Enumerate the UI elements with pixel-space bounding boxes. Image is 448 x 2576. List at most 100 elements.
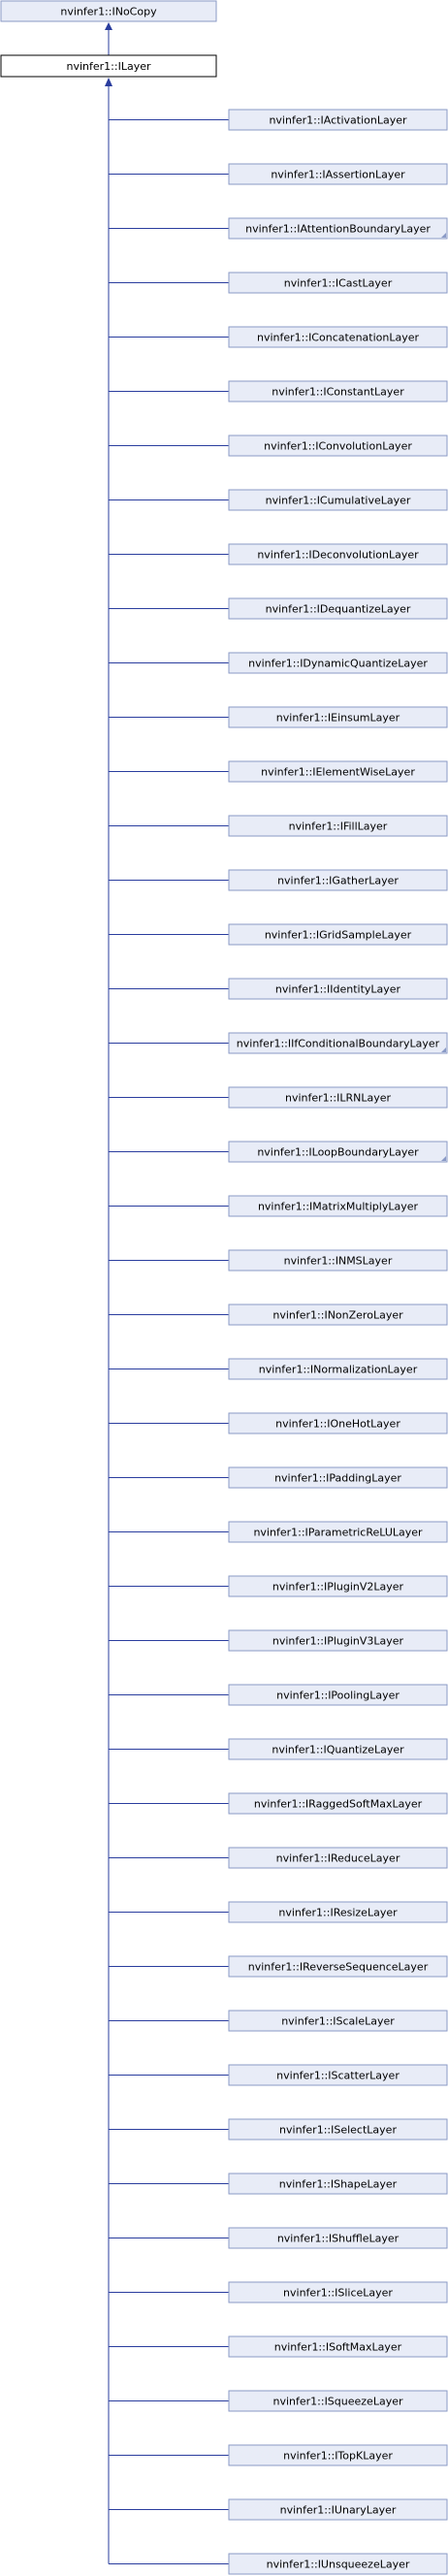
class-node-box (228, 706, 448, 728)
class-node-label: nvinfer1::IReverseSequenceLayer (248, 1961, 429, 1974)
class-node[interactable]: nvinfer1::ILRNLayer (228, 1086, 448, 1109)
class-node[interactable]: nvinfer1::IPluginV3Layer (228, 1629, 448, 1652)
class-node[interactable]: nvinfer1::IReverseSequenceLayer (228, 1955, 448, 1978)
class-node[interactable]: nvinfer1::INonZeroLayer (228, 1304, 448, 1326)
class-node-box (228, 163, 448, 185)
class-node-label: nvinfer1::IPluginV3Layer (272, 1635, 404, 1648)
class-node[interactable]: nvinfer1::IParametricReLULayer (228, 1521, 448, 1543)
class-node[interactable]: nvinfer1::ISelectLayer (228, 2118, 448, 2141)
class-node-box (228, 1249, 448, 1272)
class-node[interactable]: nvinfer1::IGatherLayer (228, 869, 448, 891)
class-node[interactable]: nvinfer1::IConstantLayer (228, 380, 448, 402)
class-node[interactable]: nvinfer1::IPoolingLayer (228, 1684, 448, 1706)
arrow-head-icon (105, 78, 112, 86)
class-node[interactable]: nvinfer1::IDynamicQuantizeLayer (228, 652, 448, 674)
class-node[interactable]: nvinfer1::IIdentityLayer (228, 978, 448, 1000)
more-descendants-icon (441, 1156, 446, 1161)
class-node[interactable]: nvinfer1::ISqueezeLayer (228, 2390, 448, 2412)
class-node-label: nvinfer1::IAttentionBoundaryLayer (245, 223, 431, 236)
more-descendants-icon (441, 1047, 446, 1052)
class-node-label: nvinfer1::IConvolutionLayer (264, 440, 412, 453)
class-node-box (228, 2553, 448, 2575)
class-node-label: nvinfer1::IResizeLayer (278, 1907, 398, 1919)
class-node-inocopy[interactable]: nvinfer1::INoCopy (0, 0, 217, 22)
class-node-box (228, 2281, 448, 2303)
class-node-label: nvinfer1::IIdentityLayer (275, 983, 401, 996)
class-node-box (228, 1847, 448, 1869)
class-node[interactable]: nvinfer1::IDeconvolutionLayer (228, 543, 448, 565)
class-node-box (228, 2227, 448, 2249)
class-node[interactable]: nvinfer1::INMSLayer (228, 1249, 448, 1272)
class-node[interactable]: nvinfer1::ISliceLayer (228, 2281, 448, 2303)
class-node[interactable]: nvinfer1::IAttentionBoundaryLayer (228, 217, 448, 240)
class-node-label: nvinfer1::IScatterLayer (276, 2070, 400, 2082)
class-node-label: nvinfer1::IActivationLayer (269, 114, 407, 127)
class-node-label: nvinfer1::IShuffleLayer (277, 2233, 400, 2245)
class-node-box (228, 2390, 448, 2412)
class-node-label: nvinfer1::IPluginV2Layer (272, 1581, 404, 1594)
class-node[interactable]: nvinfer1::ILoopBoundaryLayer (228, 1141, 448, 1163)
class-node-box (228, 1521, 448, 1543)
class-node[interactable]: nvinfer1::IUnsqueezeLayer (228, 2553, 448, 2575)
class-node[interactable]: nvinfer1::IPluginV2Layer (228, 1575, 448, 1597)
class-node[interactable]: nvinfer1::IElementWiseLayer (228, 760, 448, 783)
arrow-head-icon (105, 22, 112, 30)
class-node[interactable]: nvinfer1::IEinsumLayer (228, 706, 448, 728)
class-node[interactable]: nvinfer1::IGridSampleLayer (228, 923, 448, 946)
class-node[interactable]: nvinfer1::IScatterLayer (228, 2064, 448, 2086)
class-node[interactable]: nvinfer1::ICumulativeLayer (228, 489, 448, 511)
class-node[interactable]: nvinfer1::IQuantizeLayer (228, 1738, 448, 1760)
class-node[interactable]: nvinfer1::IShuffleLayer (228, 2227, 448, 2249)
class-node[interactable]: nvinfer1::IConcatenationLayer (228, 326, 448, 348)
class-node-box (228, 2118, 448, 2141)
class-node[interactable]: nvinfer1::IReduceLayer (228, 1847, 448, 1869)
class-node[interactable]: nvinfer1::IPaddingLayer (228, 1466, 448, 1489)
class-node-box (228, 2498, 448, 2521)
class-node[interactable]: nvinfer1::IMatrixMultiplyLayer (228, 1195, 448, 1217)
class-node-label: nvinfer1::IFillLayer (289, 821, 388, 833)
class-node[interactable]: nvinfer1::IShapeLayer (228, 2173, 448, 2195)
class-node-label: nvinfer1::IDequantizeLayer (266, 603, 411, 616)
class-node[interactable]: nvinfer1::INormalizationLayer (228, 1358, 448, 1380)
more-descendants-icon (441, 233, 446, 238)
class-node-label: nvinfer1::ICastLayer (284, 277, 393, 290)
class-node[interactable]: nvinfer1::IConvolutionLayer (228, 435, 448, 457)
class-node-label: nvinfer1::ISqueezeLayer (272, 2396, 402, 2408)
class-node-box (228, 869, 448, 891)
class-node[interactable]: nvinfer1::IDequantizeLayer (228, 597, 448, 620)
class-node-box (228, 1575, 448, 1597)
class-node-label: nvinfer1::IOneHotLayer (275, 1418, 400, 1431)
class-node-label: nvinfer1::IShapeLayer (279, 2178, 398, 2191)
class-node-label: nvinfer1::ICumulativeLayer (266, 495, 411, 507)
class-node[interactable]: nvinfer1::IActivationLayer (228, 109, 448, 131)
class-node[interactable]: nvinfer1::IUnaryLayer (228, 2498, 448, 2521)
class-node-label: nvinfer1::ISliceLayer (283, 2287, 393, 2300)
class-node[interactable]: nvinfer1::IOneHotLayer (228, 1412, 448, 1434)
class-node-box (228, 2335, 448, 2358)
class-node[interactable]: nvinfer1::ITopKLayer (228, 2444, 448, 2466)
class-node[interactable]: nvinfer1::ISoftMaxLayer (228, 2335, 448, 2358)
class-node-label: nvinfer1::IIfConditionalBoundaryLayer (237, 1038, 440, 1050)
class-node[interactable]: nvinfer1::IResizeLayer (228, 1901, 448, 1923)
class-node-box (228, 380, 448, 402)
class-node[interactable]: nvinfer1::IFillLayer (228, 815, 448, 837)
class-node-label: nvinfer1::ILoopBoundaryLayer (257, 1146, 419, 1159)
class-node-label: nvinfer1::IEinsumLayer (276, 712, 400, 724)
class-node-box (228, 1032, 448, 1054)
class-node-box (228, 489, 448, 511)
class-node-label: nvinfer1::IConcatenationLayer (257, 332, 420, 344)
class-node-label: nvinfer1::ITopKLayer (283, 2450, 393, 2463)
class-node[interactable]: nvinfer1::IIfConditionalBoundaryLayer (228, 1032, 448, 1054)
class-node[interactable]: nvinfer1::ICastLayer (228, 272, 448, 294)
class-node[interactable]: nvinfer1::IAssertionLayer (228, 163, 448, 185)
class-node-box (228, 1792, 448, 1815)
class-node-box (228, 2064, 448, 2086)
class-node[interactable]: nvinfer1::IScaleLayer (228, 2010, 448, 2032)
class-node-box (228, 109, 448, 131)
class-node-label: nvinfer1::IDeconvolutionLayer (257, 549, 419, 562)
class-node-box (228, 543, 448, 565)
class-node-label: nvinfer1::IGatherLayer (277, 875, 399, 887)
class-node[interactable]: nvinfer1::IRaggedSoftMaxLayer (228, 1792, 448, 1815)
class-node-box (228, 2173, 448, 2195)
